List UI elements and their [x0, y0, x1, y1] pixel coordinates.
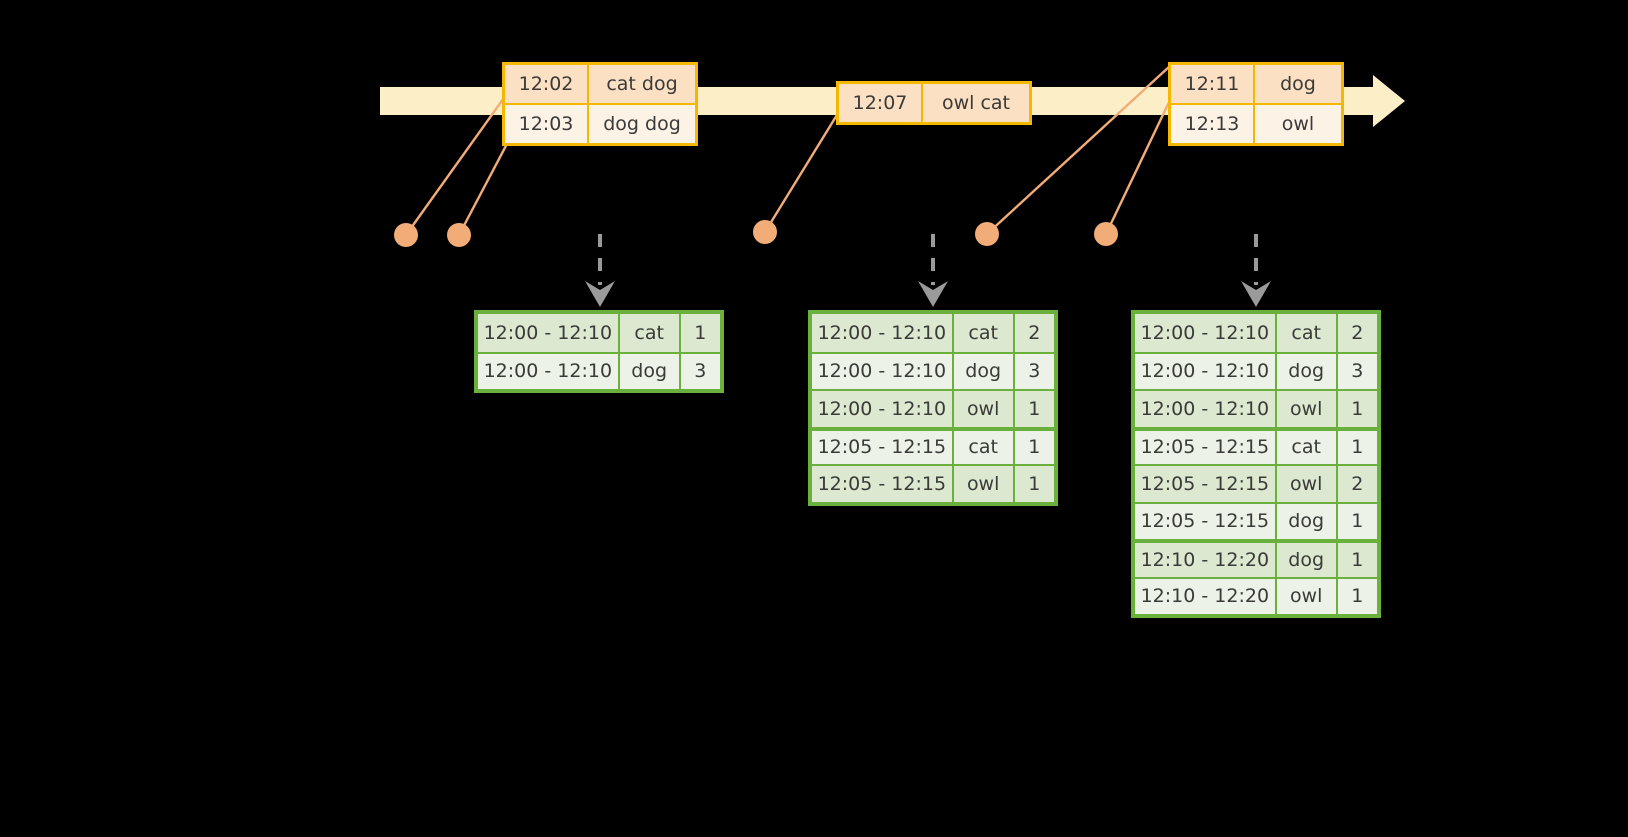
key-cell: cat	[1277, 314, 1338, 352]
event-box-3[interactable]: 12:11 dog 12:13 owl	[1168, 62, 1344, 146]
window-cell: 12:00 - 12:10	[478, 353, 620, 389]
trigger-dot-3	[753, 220, 777, 244]
event-row: 12:03 dog dog	[505, 103, 695, 143]
trigger-dot-4	[975, 222, 999, 246]
count-cell: 2	[1351, 472, 1364, 495]
key-cell: cat	[954, 430, 1015, 464]
count-cell: 1	[1351, 585, 1364, 608]
event-row: 12:02 cat dog	[505, 65, 695, 103]
key-cell: cat	[620, 314, 681, 352]
trigger-dot-5	[1094, 222, 1118, 246]
window-cell: 12:00 - 12:10	[812, 314, 954, 352]
key-cell: dog	[1277, 503, 1338, 539]
count-cell: 1	[1028, 472, 1041, 495]
count-cell: 1	[1351, 397, 1364, 420]
emit-arrow-3-head-icon	[1241, 281, 1271, 307]
trigger-dot-1	[394, 223, 418, 247]
event-time: 12:13	[1171, 105, 1255, 143]
window-cell: 12:10 - 12:20	[1135, 543, 1277, 577]
key-cell: owl	[1277, 466, 1338, 502]
key-cell: dog	[954, 353, 1015, 389]
event-time: 12:02	[505, 65, 589, 103]
event-value: cat dog	[589, 65, 695, 103]
event-row: 12:07 owl cat	[839, 84, 1029, 122]
event-time: 12:11	[1171, 65, 1255, 103]
window-cell: 12:00 - 12:10	[812, 391, 954, 427]
count-cell: 1	[1351, 436, 1364, 459]
window-cell: 12:05 - 12:15	[1135, 503, 1277, 539]
connector-line-5	[1104, 99, 1172, 235]
event-box-2[interactable]: 12:07 owl cat	[836, 81, 1032, 125]
window-cell: 12:00 - 12:10	[1135, 314, 1277, 352]
emit-arrow-1-head-icon	[585, 281, 615, 307]
key-cell: owl	[1277, 391, 1338, 427]
count-cell: 2	[1351, 321, 1364, 344]
key-cell: owl	[954, 391, 1015, 427]
event-box-1[interactable]: 12:02 cat dog 12:03 dog dog	[502, 62, 698, 146]
count-cell: 1	[1028, 436, 1041, 459]
window-cell: 12:05 - 12:15	[812, 430, 954, 464]
count-cell: 3	[1028, 360, 1041, 383]
count-cell: 1	[1028, 397, 1041, 420]
key-cell: cat	[1277, 430, 1338, 464]
key-cell: dog	[1277, 353, 1338, 389]
key-cell: dog	[620, 353, 681, 389]
key-cell: owl	[954, 466, 1015, 502]
count-cell: 1	[1351, 510, 1364, 533]
event-row: 12:13 owl	[1171, 103, 1341, 143]
window-cell: 12:05 - 12:15	[812, 466, 954, 502]
key-cell: dog	[1277, 543, 1338, 577]
window-cell: 12:00 - 12:10	[478, 314, 620, 352]
event-time: 12:07	[839, 84, 923, 122]
window-cell: 12:00 - 12:10	[1135, 391, 1277, 427]
event-row: 12:11 dog	[1171, 65, 1341, 103]
window-cell: 12:10 - 12:20	[1135, 578, 1277, 614]
count-cell: 1	[1351, 548, 1364, 571]
event-value: owl cat	[923, 84, 1029, 122]
window-cell: 12:05 - 12:15	[1135, 466, 1277, 502]
count-cell: 3	[1351, 360, 1364, 383]
emit-arrow-2-head-icon	[918, 281, 948, 307]
event-time: 12:03	[505, 105, 589, 143]
count-cell: 3	[694, 360, 707, 383]
window-cell: 12:00 - 12:10	[812, 353, 954, 389]
window-cell: 12:05 - 12:15	[1135, 430, 1277, 464]
count-cell: 2	[1028, 321, 1041, 344]
key-cell: cat	[954, 314, 1015, 352]
key-cell: owl	[1277, 578, 1338, 614]
count-cell: 1	[694, 321, 707, 344]
event-value: dog dog	[589, 105, 695, 143]
event-value: owl	[1255, 105, 1341, 143]
connector-line-1	[405, 94, 507, 236]
window-cell: 12:00 - 12:10	[1135, 353, 1277, 389]
timeline-arrowhead-icon	[1373, 75, 1405, 127]
event-value: dog	[1255, 65, 1341, 103]
connector-line-3	[763, 109, 842, 233]
trigger-dot-2	[447, 223, 471, 247]
